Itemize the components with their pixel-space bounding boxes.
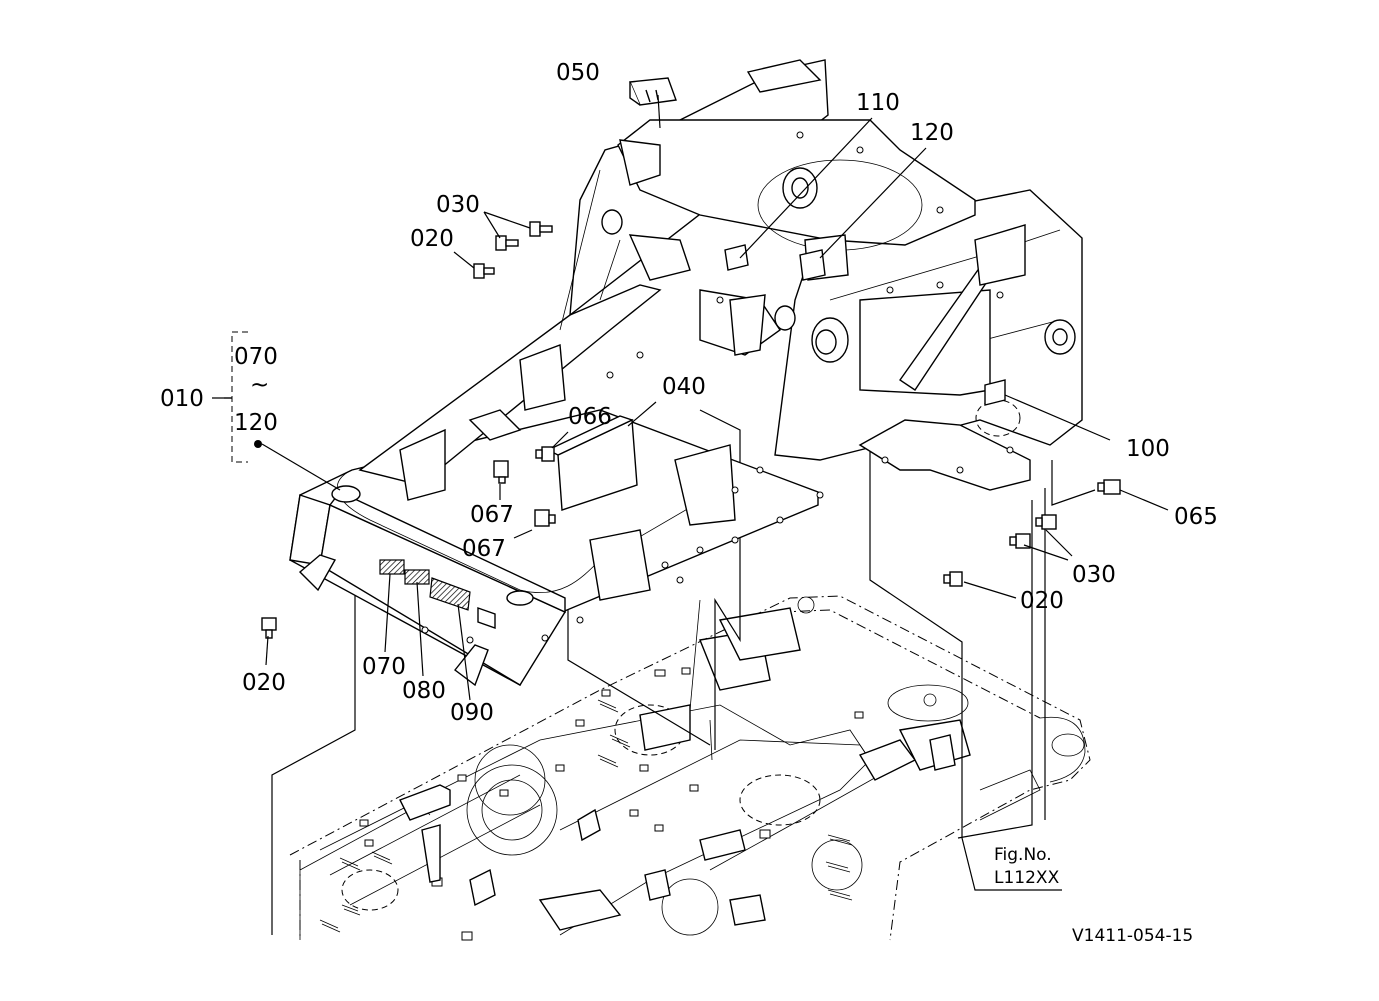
label-067-a[interactable]: 067 (470, 502, 514, 528)
part-120 (799, 249, 826, 281)
bolt-030-a (529, 221, 553, 237)
label-065[interactable]: 065 (1174, 504, 1218, 530)
bushing-067-a (493, 460, 509, 484)
rivet-120 (254, 440, 262, 448)
bolt-020-right (943, 571, 963, 587)
fasteners (254, 221, 1121, 639)
fig-ref-line2[interactable]: L112XX (994, 868, 1060, 888)
label-066[interactable]: 066 (568, 404, 612, 430)
bolt-065 (1097, 479, 1121, 495)
part-labels: 050 110 120 030 020 070 ~ 120 010 066 04… (160, 60, 1218, 946)
label-070-range[interactable]: 070 (234, 344, 278, 370)
label-070[interactable]: 070 (362, 654, 406, 680)
label-050[interactable]: 050 (556, 60, 600, 86)
drawing-code: V1411-054-15 (1072, 926, 1193, 946)
group-bracket-010 (231, 331, 248, 463)
label-120-top[interactable]: 120 (910, 120, 954, 146)
lower-frame-assembly (289, 595, 1091, 941)
bolt-020-bottom (261, 617, 277, 639)
label-110[interactable]: 110 (856, 90, 900, 116)
label-040[interactable]: 040 (662, 374, 706, 400)
bushing-067-b (534, 509, 556, 527)
bolt-030-d (1009, 533, 1031, 549)
bracket-100 (984, 379, 1006, 406)
label-020-bottom[interactable]: 020 (242, 670, 286, 696)
nut-066 (535, 446, 555, 462)
label-030-right[interactable]: 030 (1072, 562, 1116, 588)
fig-ref-line1: Fig.No. (994, 845, 1052, 865)
label-120-range[interactable]: 120 (234, 410, 278, 436)
bolt-030-b (495, 235, 519, 251)
label-tilde: ~ (250, 372, 269, 398)
label-020-right[interactable]: 020 (1020, 588, 1064, 614)
grille-070 (379, 559, 405, 575)
label-010[interactable]: 010 (160, 386, 204, 412)
bolt-030-c (1035, 514, 1057, 530)
label-030-top[interactable]: 030 (436, 192, 480, 218)
leader-lines (212, 94, 1169, 701)
main-frame (289, 59, 1083, 687)
label-100[interactable]: 100 (1126, 436, 1170, 462)
label-080[interactable]: 080 (402, 678, 446, 704)
label-067-b[interactable]: 067 (462, 536, 506, 562)
grille-090 (429, 577, 471, 611)
grille-080 (404, 569, 430, 585)
part-110 (724, 244, 749, 271)
bolt-020-top (473, 263, 495, 279)
label-020-top[interactable]: 020 (410, 226, 454, 252)
clip-050 (628, 77, 677, 106)
label-090[interactable]: 090 (450, 700, 494, 726)
